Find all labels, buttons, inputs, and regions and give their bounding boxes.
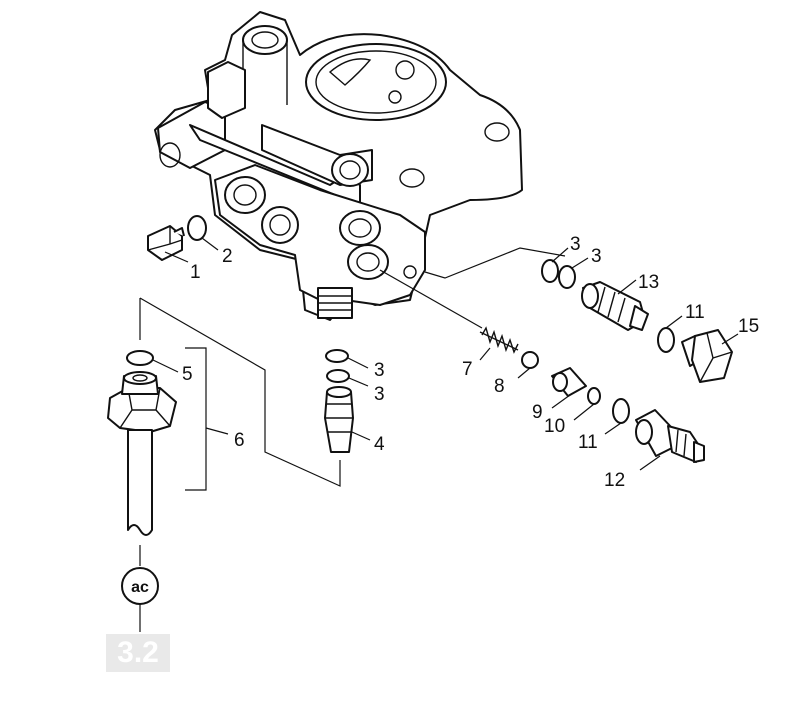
callout-10: 10 [544, 416, 565, 437]
callout-13: 13 [638, 272, 659, 293]
callout-12: 12 [604, 470, 625, 491]
leader-13 [617, 279, 637, 295]
o-ring-part-11a [657, 327, 675, 353]
leader-2 [201, 237, 219, 251]
callout-3b: 3 [591, 246, 602, 267]
section-number-badge: 3.2 [106, 634, 170, 672]
leader-housing-to-valve-train [379, 269, 483, 329]
connector-ac-label: ac [131, 579, 149, 596]
callout-15: 15 [738, 316, 759, 337]
valve-part-4 [324, 386, 354, 453]
spring-part-7 [479, 326, 519, 354]
leader-3a [551, 247, 569, 263]
valve-seat-part-9 [551, 367, 587, 397]
leader-9 [551, 394, 571, 409]
o-ring-part-3c [325, 349, 349, 363]
leader-5 [152, 359, 179, 373]
outlet-fitting-part-12 [635, 409, 705, 463]
callout-3d: 3 [374, 384, 385, 405]
ball-part-8 [521, 351, 539, 369]
callout-2: 2 [222, 246, 233, 267]
leader-8 [517, 367, 531, 379]
plug-screw-part-1 [147, 225, 185, 261]
leader-12 [639, 455, 661, 471]
callout-8: 8 [494, 376, 505, 397]
bracket-assembly-6 [139, 297, 341, 491]
leader-3c [347, 357, 369, 369]
callout-5: 5 [182, 364, 193, 385]
leader-3b [571, 257, 589, 269]
callout-6: 6 [234, 430, 245, 451]
bypass-valve-part-13 [581, 281, 649, 331]
leader-3d [348, 377, 369, 387]
leader-1 [164, 251, 189, 263]
leader-11a [665, 315, 683, 329]
leader-15 [721, 333, 739, 345]
callout-9: 9 [532, 402, 543, 423]
o-ring-part-2 [187, 215, 207, 241]
pipe-fitting-assembly [107, 371, 177, 536]
callout-3a: 3 [570, 234, 581, 255]
callout-3c: 3 [374, 360, 385, 381]
pump-head-housing [154, 11, 523, 321]
o-ring-part-3b [558, 265, 576, 289]
o-ring-part-3d [326, 369, 350, 383]
o-ring-part-10 [587, 387, 601, 405]
hex-plug-part-15 [681, 329, 733, 383]
leader-10 [573, 403, 595, 421]
o-ring-part-3a [541, 259, 559, 283]
leader-11b [604, 422, 622, 435]
o-ring-part-11b [612, 398, 630, 424]
leader-4 [351, 431, 371, 441]
callout-4: 4 [374, 434, 385, 455]
callout-11a: 11 [685, 302, 705, 323]
leader-7 [479, 347, 491, 361]
callout-11b: 11 [578, 432, 598, 453]
o-ring-part-5 [126, 350, 154, 366]
callout-1: 1 [190, 262, 201, 283]
leader-housing-to-bypass [424, 247, 566, 279]
callout-7: 7 [462, 359, 473, 380]
